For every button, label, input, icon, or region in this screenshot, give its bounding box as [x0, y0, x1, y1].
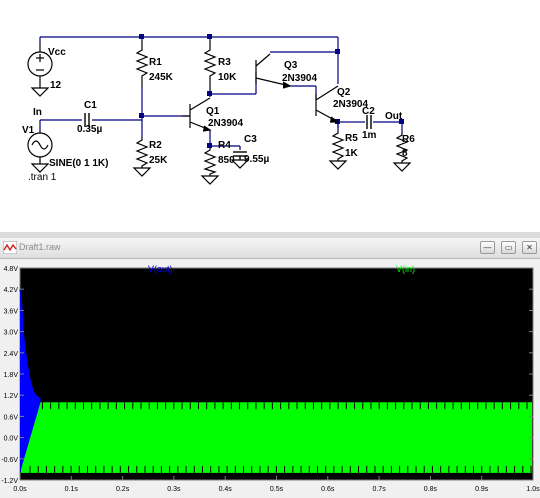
plot-pane[interactable]: V(out) V(in) 4.8V 4.2V 3.6V 3.0V 2.4V 1.8V 1.2V 0… [0, 258, 540, 498]
v1-value: 12 [50, 80, 62, 91]
y-tick-label: 1.8V [4, 372, 19, 379]
minimize-button[interactable]: — [480, 241, 495, 254]
window-separator [0, 232, 540, 238]
r4-name: R4 [218, 140, 231, 151]
c1-value: 0.35µ [77, 124, 103, 135]
in-net-label: In [33, 107, 42, 118]
series-vin-band [21, 402, 532, 473]
legend-vout: V(out) [148, 264, 173, 274]
r2-name: R2 [149, 140, 162, 151]
x-tick-label: 0.4s [219, 486, 233, 493]
r1-name: R1 [149, 57, 162, 68]
x-tick-label: 0.3s [167, 486, 181, 493]
x-tick-label: 0.0s [13, 486, 27, 493]
x-tick-label: 0.7s [372, 486, 386, 493]
x-tick-label: 0.5s [270, 486, 284, 493]
schematic-drawing [27, 34, 412, 185]
schematic-canvas[interactable]: Vcc 12 In V1 SINE(0 1 1K) .tran 1 C1 0.3… [0, 0, 540, 232]
c2-name: C2 [362, 106, 375, 117]
c2-value: 1m [362, 130, 377, 141]
capacitors [84, 113, 372, 160]
y-tick-label: 0.0V [4, 436, 19, 443]
y-tick-label: 4.8V [4, 266, 19, 273]
v2-value: SINE(0 1 1K) [49, 158, 109, 169]
r4-value: 850 [218, 155, 235, 166]
waveform-window[interactable]: Draft1.raw — ▭ ✕ V(out) V(in) 4.8V 4.2V 3.6V… [0, 238, 540, 498]
q2-model: 2N3904 [333, 99, 369, 110]
x-tick-label: 1.0s [526, 486, 540, 493]
r6-name: R6 [402, 134, 415, 145]
q1-name: Q1 [206, 106, 220, 117]
y-tick-label: 3.6V [4, 308, 19, 315]
x-tick-label: 0.6s [321, 486, 335, 493]
v2-name: V1 [22, 125, 35, 136]
series-vout-line [19, 289, 41, 400]
r5-name: R5 [345, 133, 358, 144]
vcc-net-label: Vcc [48, 47, 66, 58]
tran-directive[interactable]: .tran 1 [28, 172, 57, 183]
c3-name: C3 [244, 134, 257, 145]
r3-value: 10K [218, 72, 237, 83]
q2-name: Q2 [337, 87, 351, 98]
waveform-chart[interactable]: V(out) V(in) 4.8V 4.2V 3.6V 3.0V 2.4V 1.8V 1.2V 0… [0, 258, 540, 498]
sources [27, 44, 53, 160]
x-tick-label: 0.1s [65, 486, 79, 493]
transistors [182, 53, 340, 132]
y-tick-label: 1.2V [4, 393, 19, 400]
out-net-label: Out [385, 111, 403, 122]
resistors [135, 40, 409, 176]
waveform-app-icon [3, 241, 17, 254]
r3-name: R3 [218, 57, 231, 68]
grounds [30, 84, 412, 185]
close-button[interactable]: ✕ [522, 241, 537, 254]
y-tick-label: -1.2V [1, 478, 18, 485]
restore-button[interactable]: ▭ [501, 241, 516, 254]
r2-value: 25K [149, 155, 168, 166]
waveform-titlebar[interactable]: Draft1.raw — ▭ ✕ [0, 238, 540, 259]
c1-name: C1 [84, 100, 97, 111]
c3-value: 9.55µ [244, 154, 270, 165]
x-tick-label: 0.2s [116, 486, 130, 493]
y-tick-label: 2.4V [4, 351, 19, 358]
y-tick-label: -0.6V [1, 457, 18, 464]
legend-vin: V(in) [396, 264, 415, 274]
x-tick-label: 0.9s [475, 486, 489, 493]
q1-model: 2N3904 [208, 118, 244, 129]
y-tick-label: 3.0V [4, 330, 19, 337]
r6-value: 8 [402, 148, 408, 159]
q3-model: 2N3904 [282, 73, 318, 84]
q3-name: Q3 [284, 60, 298, 71]
r1-value: 245K [149, 72, 173, 83]
r5-value: 1K [345, 148, 358, 159]
y-tick-label: 4.2V [4, 287, 19, 294]
window-title: Draft1.raw [19, 242, 61, 252]
y-tick-label: 0.6V [4, 414, 19, 421]
x-tick-label: 0.8s [424, 486, 438, 493]
